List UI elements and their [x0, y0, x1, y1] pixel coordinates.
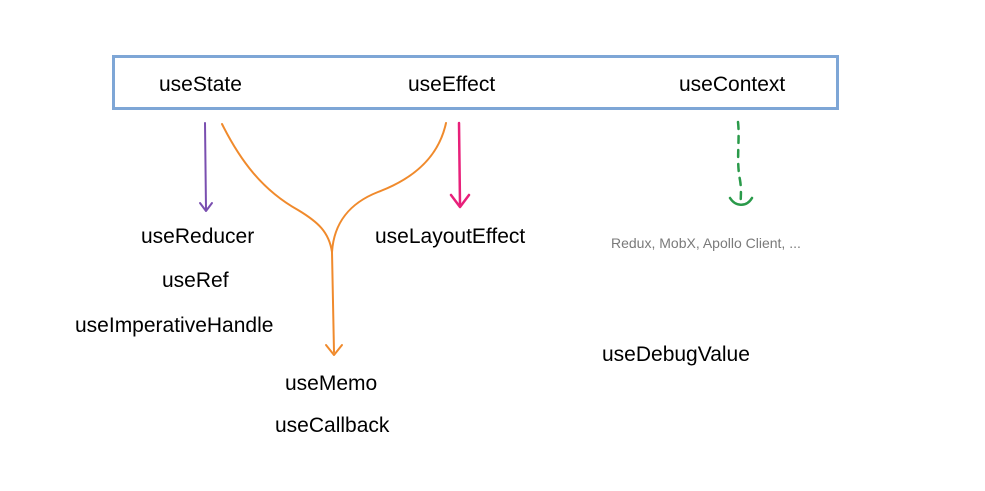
context-alternatives-label: Redux, MobX, Apollo Client, ... [611, 235, 801, 251]
arrow-merge-stem [331, 251, 335, 353]
hook-use-layout-effect: useLayoutEffect [375, 225, 526, 248]
hook-use-ref: useRef [162, 269, 229, 292]
arrow-context-to-alternatives [728, 120, 754, 207]
hook-use-callback: useCallback [275, 414, 390, 437]
hook-use-context: useContext [679, 73, 786, 96]
hook-use-debug-value: useDebugValue [602, 343, 750, 366]
arrow-state-to-reducer-head [199, 202, 213, 212]
arrow-effect-to-layout-head [449, 193, 471, 209]
hook-use-state: useState [159, 73, 242, 96]
arrow-context-shaft [736, 120, 743, 207]
hook-use-reducer: useReducer [141, 225, 255, 248]
arrow-merge-to-memo [221, 122, 447, 356]
arrow-effect-to-layout-shaft [457, 121, 462, 206]
arrow-merge-left-curve [221, 123, 333, 253]
hook-use-memo: useMemo [285, 372, 378, 395]
arrow-effect-to-layout [449, 121, 471, 209]
hook-use-effect: useEffect [408, 73, 496, 96]
arrow-merge-head [325, 344, 343, 356]
arrow-state-to-reducer [199, 122, 213, 212]
hook-use-imperative-handle: useImperativeHandle [75, 314, 274, 337]
arrow-merge-right-curve [331, 122, 447, 253]
arrow-context-head [728, 196, 754, 206]
arrow-state-to-reducer-shaft [204, 122, 207, 210]
core-hooks-box [112, 55, 839, 110]
